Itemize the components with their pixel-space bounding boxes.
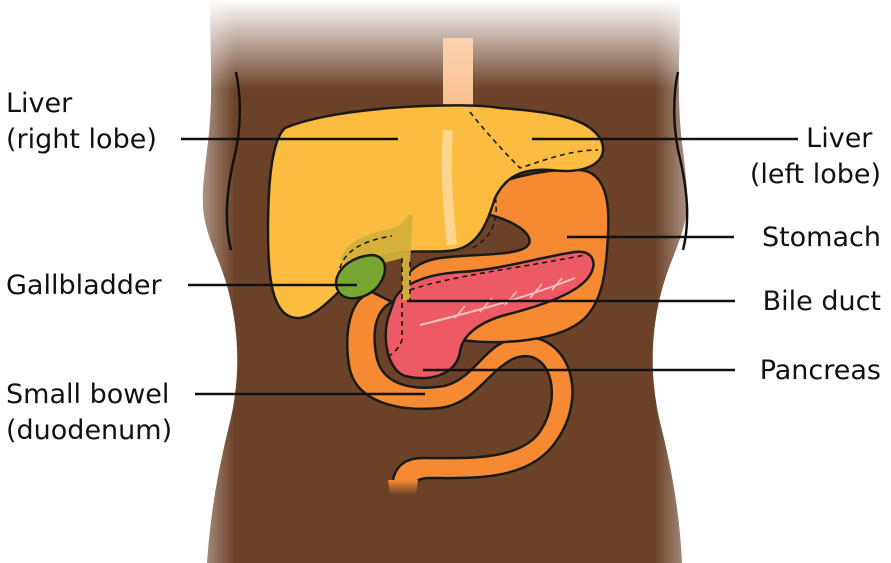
label-liver-right-line1: Liver bbox=[6, 88, 73, 119]
label-small-bowel-line1: Small bowel bbox=[6, 379, 169, 410]
label-stomach: Stomach bbox=[762, 222, 881, 253]
label-liver-right-line2: (right lobe) bbox=[6, 124, 157, 155]
label-small-bowel-line2: (duodenum) bbox=[6, 415, 172, 446]
label-gallbladder: Gallbladder bbox=[6, 270, 163, 301]
label-liver-left-line1: Liver bbox=[806, 123, 873, 154]
label-liver-left-line2: (left lobe) bbox=[750, 159, 881, 190]
label-small-bowel: Small bowel (duodenum) bbox=[6, 379, 178, 446]
label-pancreas: Pancreas bbox=[760, 355, 881, 386]
label-liver-right: Liver (right lobe) bbox=[6, 88, 157, 155]
label-bile-duct: Bile duct bbox=[763, 286, 881, 317]
label-liver-left: Liver (left lobe) bbox=[750, 123, 881, 190]
